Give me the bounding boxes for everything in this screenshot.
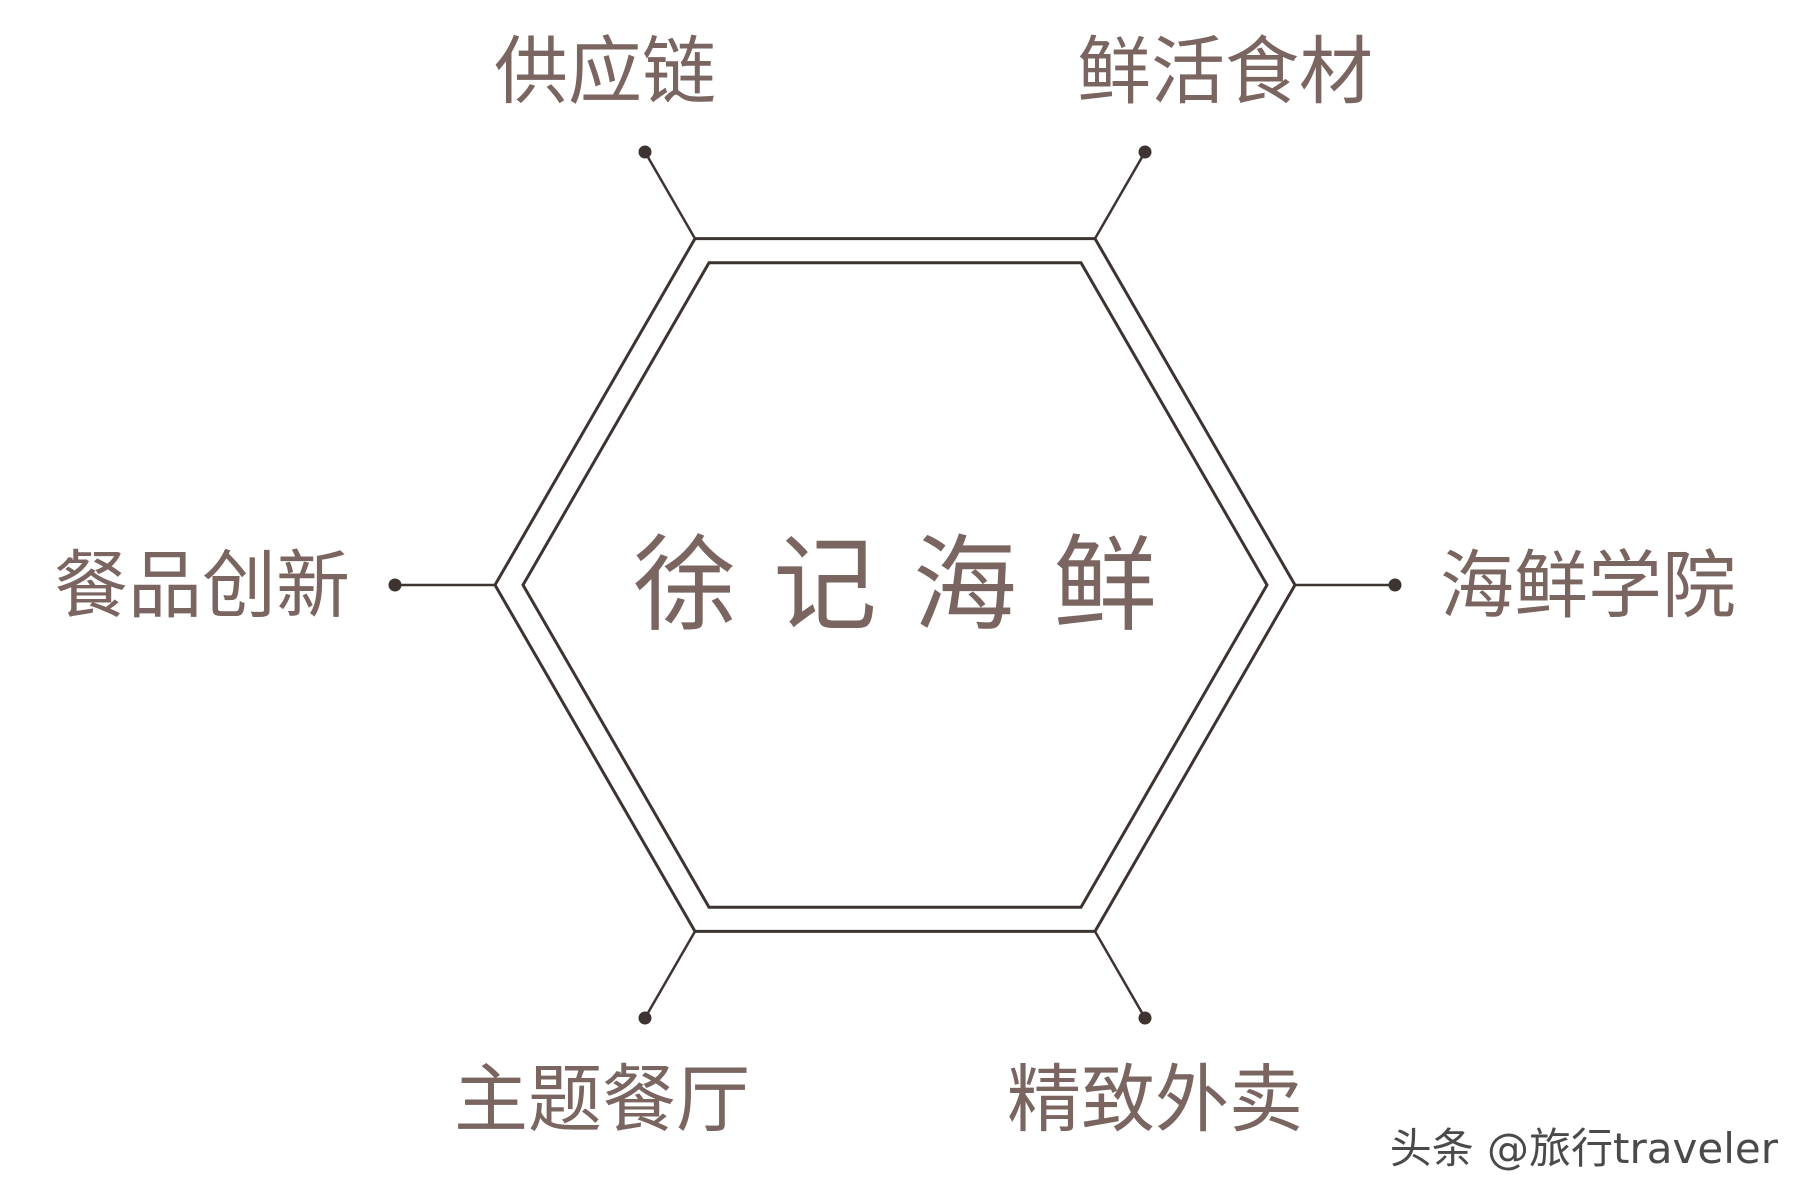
- watermark: 头条 @旅行traveler: [1390, 1124, 1779, 1173]
- connector-dot-themed-restaurant: [638, 1011, 652, 1025]
- center-title: 徐记海鲜: [633, 524, 1193, 646]
- connector-dot-fresh-ingredients: [1138, 145, 1152, 159]
- connector-dot-seafood-academy: [1388, 578, 1402, 592]
- connector-lines: [395, 151, 1395, 1019]
- label-seafood-academy: 海鲜学院: [1440, 543, 1736, 629]
- connector-line-delivery: [1093, 930, 1147, 1019]
- label-supply-chain: 供应链: [494, 29, 716, 115]
- label-themed-restaurant: 主题餐厅: [454, 1057, 750, 1143]
- connector-dot-supply-chain: [638, 145, 652, 159]
- connector-line-themed-restaurant: [643, 930, 697, 1019]
- hexagon-inner-border: [521, 261, 1269, 909]
- connector-dots: [388, 145, 1402, 1025]
- label-delivery: 精致外卖: [1007, 1057, 1303, 1143]
- connector-line-supply-chain: [643, 151, 697, 240]
- label-dish-innovation: 餐品创新: [54, 543, 350, 629]
- connector-dot-delivery: [1138, 1011, 1152, 1025]
- connector-line-fresh-ingredients: [1093, 151, 1147, 240]
- label-fresh-ingredients: 鲜活食材: [1077, 29, 1373, 115]
- connector-dot-dish-innovation: [388, 578, 402, 592]
